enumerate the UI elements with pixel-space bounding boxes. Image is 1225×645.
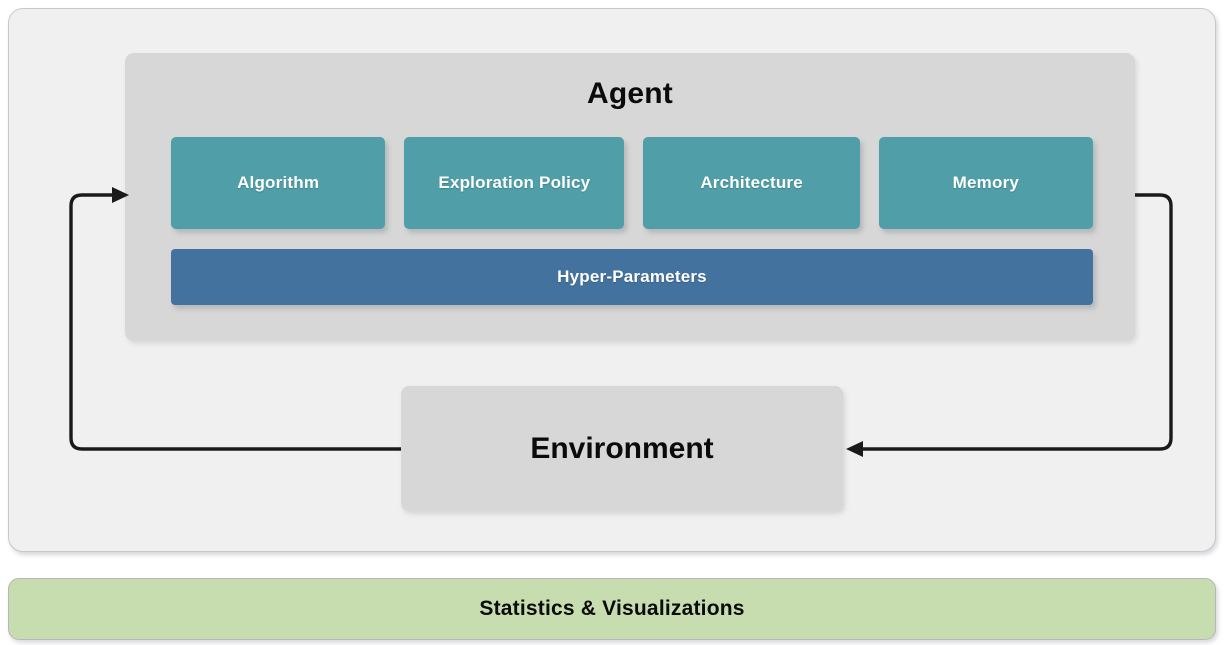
agent-title: Agent xyxy=(587,77,673,110)
agent-component-exploration-policy[interactable]: Exploration Policy xyxy=(404,137,625,229)
hyper-parameters-label: Hyper-Parameters xyxy=(557,267,707,286)
agent-component-memory-label: Memory xyxy=(952,173,1020,192)
environment-container[interactable]: Environment xyxy=(401,386,843,511)
arrow-left-icon xyxy=(846,441,863,457)
agent-component-architecture-label: Architecture xyxy=(700,173,803,192)
system-panel: Agent Algorithm Exploration Policy Archi… xyxy=(8,8,1216,552)
statistics-visualizations-label: Statistics & Visualizations xyxy=(479,597,745,620)
agent-component-algorithm-label: Algorithm xyxy=(237,173,320,192)
environment-label: Environment xyxy=(530,431,714,465)
agent-container[interactable]: Agent Algorithm Exploration Policy Archi… xyxy=(125,53,1135,341)
agent-component-algorithm[interactable]: Algorithm xyxy=(171,137,386,229)
agent-component-row: Algorithm Exploration Policy Architectur… xyxy=(171,137,1093,229)
agent-component-memory[interactable]: Memory xyxy=(878,137,1093,229)
agent-component-architecture[interactable]: Architecture xyxy=(643,137,860,229)
agent-component-exploration-policy-label: Exploration Policy xyxy=(438,173,591,192)
statistics-visualizations-bar[interactable]: Statistics & Visualizations xyxy=(8,578,1216,640)
hyper-parameters-bar[interactable]: Hyper-Parameters xyxy=(171,249,1093,305)
